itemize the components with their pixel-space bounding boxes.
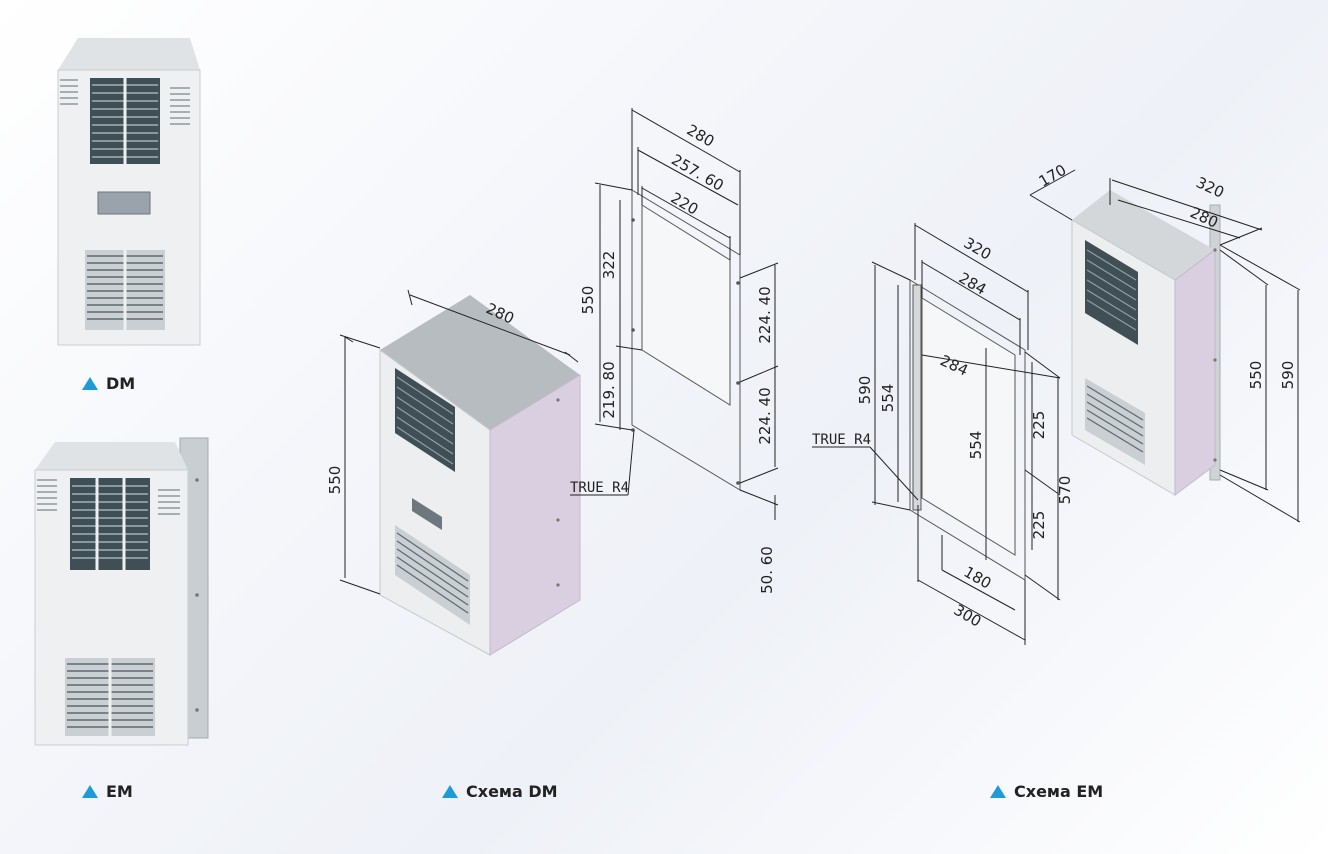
dm-bottom-grille xyxy=(85,250,165,330)
caption-scheme-em: Схема EM xyxy=(990,782,1103,801)
em-dim-320-plate: 320 xyxy=(961,234,995,264)
em-dim-170: 170 xyxy=(1036,161,1070,191)
triangle-icon xyxy=(990,785,1006,798)
scheme-em-drawing: 320 284 284 590 554 554 225 225 570 180 … xyxy=(812,161,1301,645)
caption-em-label: EM xyxy=(106,782,133,801)
em-dim-554-center: 554 xyxy=(967,431,985,460)
em-plate xyxy=(909,279,1026,581)
em-dim-180: 180 xyxy=(961,563,995,593)
em-dim-225-top: 225 xyxy=(1030,411,1048,440)
dm-radius-label: TRUE R4 xyxy=(570,480,629,496)
caption-scheme-em-label: Схема EM xyxy=(1014,782,1104,801)
em-plate-dim-lines xyxy=(812,223,1061,645)
triangle-icon xyxy=(82,377,98,390)
caption-scheme-dm: Схема DM xyxy=(442,782,558,801)
dm-dim-322: 322 xyxy=(600,251,618,280)
em-iso-top-grille xyxy=(1085,240,1138,345)
em-dim-300: 300 xyxy=(951,601,985,631)
dm-iso-display xyxy=(412,498,442,530)
dm-dim-224-40-top: 224. 40 xyxy=(756,286,774,343)
em-flange-holes xyxy=(195,478,199,712)
dm-unit-image xyxy=(57,38,201,346)
em-iso-unit xyxy=(1071,190,1221,496)
dm-dim-550-plate: 550 xyxy=(579,286,597,315)
dm-unit-top xyxy=(58,38,200,70)
caption-em: EM xyxy=(82,782,133,801)
em-unit-dim-lines xyxy=(1029,169,1301,523)
dm-dim-224-40-bottom: 224. 40 xyxy=(756,387,774,444)
dm-plate-dim-lines xyxy=(570,108,779,520)
em-iso-bottom-grille xyxy=(1085,378,1145,465)
dm-iso-bottom-grille xyxy=(395,525,470,625)
em-dim-550-unit: 550 xyxy=(1247,361,1265,390)
dm-plate-holes xyxy=(631,218,740,485)
em-unit-top xyxy=(35,442,188,470)
caption-scheme-dm-label: Схема DM xyxy=(466,782,558,801)
em-dim-554-left: 554 xyxy=(879,384,897,413)
em-unit-image xyxy=(34,437,209,746)
dm-iso-top-grille xyxy=(395,368,455,472)
dm-iso-unit xyxy=(379,295,581,656)
dm-dim-280-plate: 280 xyxy=(684,121,718,151)
em-dim-225-bottom: 225 xyxy=(1030,511,1048,540)
em-dim-284-top: 284 xyxy=(956,269,990,299)
dm-dim-50-60: 50. 60 xyxy=(758,546,776,594)
em-radius-label: TRUE R4 xyxy=(812,432,871,448)
caption-dm-label: DM xyxy=(106,374,136,393)
caption-dm: DM xyxy=(82,374,135,393)
dm-dim-219-80: 219. 80 xyxy=(600,361,618,418)
dm-top-grille xyxy=(90,78,160,164)
dm-dim-550: 550 xyxy=(326,466,344,495)
dm-side-louvers xyxy=(60,79,190,125)
dm-iso-dim-lines xyxy=(339,289,579,595)
dm-display-panel xyxy=(97,191,151,215)
em-side-louvers xyxy=(37,479,180,515)
em-bottom-grille xyxy=(65,658,155,736)
em-top-grille xyxy=(70,478,150,570)
em-dim-590-plate: 590 xyxy=(856,376,874,405)
triangle-icon xyxy=(82,785,98,798)
em-dim-590-unit: 590 xyxy=(1279,361,1297,390)
triangle-icon xyxy=(442,785,458,798)
em-dim-570: 570 xyxy=(1056,476,1074,505)
dm-iso-side-holes xyxy=(556,398,560,587)
scheme-dm-drawing: 550 280 280 257. 60 220 550 322 219. 80 … xyxy=(326,108,779,656)
em-iso-flange-holes xyxy=(1213,248,1217,462)
em-dim-320-unit: 320 xyxy=(1193,173,1227,201)
